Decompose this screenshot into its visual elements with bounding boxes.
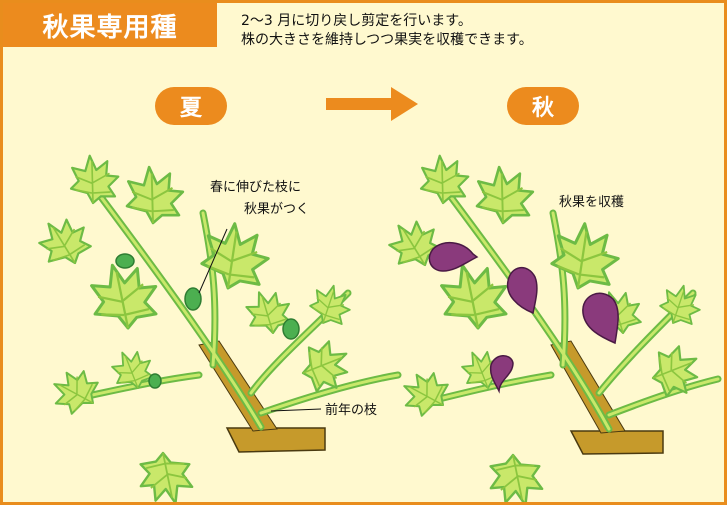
description: 2～3 月に切り戻し剪定を行います。 株の大きさを維持しつつ果実を収穫できます。 <box>241 12 533 50</box>
illustration <box>31 87 722 502</box>
diagram-title: 秋果専用種 <box>3 3 217 47</box>
purple-fig <box>428 242 619 394</box>
autumn-badge: 秋 <box>507 87 579 125</box>
summer-badge: 夏 <box>155 87 227 125</box>
green-fig <box>184 287 202 311</box>
annotation-autumn-harvest: 秋果を収穫 <box>559 195 625 210</box>
annotation-spring-branch-line-1: 春に伸びた枝に <box>210 180 302 195</box>
annotation-spring-branch-line-2: 秋果がつく <box>244 202 310 217</box>
summer-fig-tree <box>31 154 402 502</box>
annotation-previous-year-branch: 前年の枝 <box>325 403 378 418</box>
description-line-2: 株の大きさを維持しつつ果実を収穫できます。 <box>241 32 533 48</box>
annotation-spring-branch: 春に伸びた枝に 秋果がつく <box>210 176 309 217</box>
description-line-1: 2～3 月に切り戻し剪定を行います。 <box>241 13 472 29</box>
arrow-right-icon <box>326 87 418 121</box>
autumn-fig-tree <box>381 154 722 502</box>
